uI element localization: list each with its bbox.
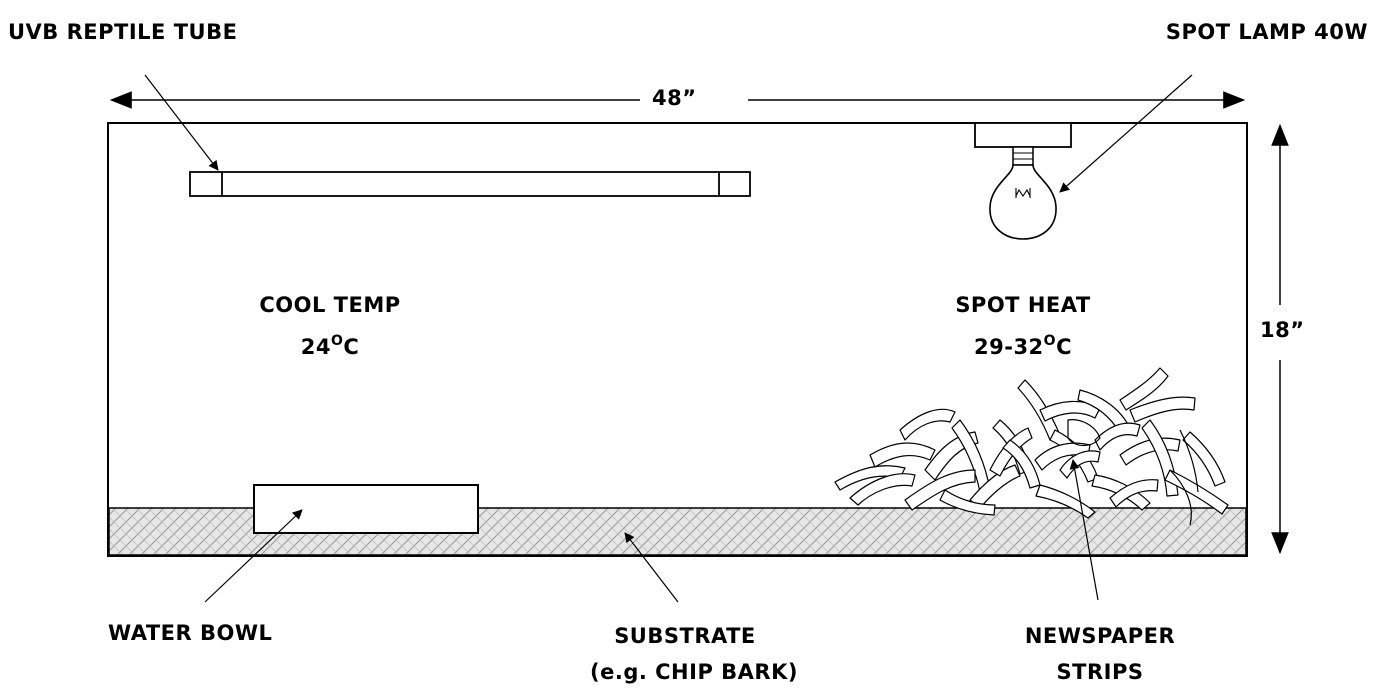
- cool-zone-title: COOL TEMP: [259, 293, 401, 317]
- water-bowl-leader: [204, 509, 303, 603]
- spot-lamp-label: SPOT LAMP 40W: [1165, 20, 1368, 44]
- spot-zone-title: SPOT HEAT: [955, 293, 1091, 317]
- newspaper-label-line1: NEWSPAPER: [1024, 624, 1176, 648]
- tank-outline: [107, 122, 1248, 557]
- uvb-tube-label: UVB REPTILE TUBE: [8, 20, 238, 44]
- spot-zone-temp: 29-32OC: [974, 333, 1072, 359]
- cool-zone-label: COOL TEMP 24OC: [230, 287, 430, 365]
- water-bowl: [253, 484, 479, 534]
- newspaper-label-line2: STRIPS: [1056, 660, 1144, 684]
- substrate-label: SUBSTRATE (e.g. CHIP BARK): [590, 618, 798, 690]
- water-bowl-label: WATER BOWL: [108, 621, 273, 645]
- substrate-label-line1: SUBSTRATE: [614, 624, 756, 648]
- uvb-tube: [189, 171, 751, 197]
- uvb-tube-leader: [144, 74, 219, 171]
- newspaper-label: NEWSPAPER STRIPS: [1020, 618, 1180, 690]
- newspaper-strips: [834, 367, 1229, 526]
- substrate-leader: [624, 532, 679, 603]
- newspaper-leader: [1069, 459, 1099, 601]
- width-dimension-label: 48”: [652, 86, 697, 110]
- substrate-label-line2: (e.g. CHIP BARK): [590, 660, 798, 684]
- spot-lamp: [974, 122, 1072, 240]
- cool-zone-temp: 24OC: [300, 333, 360, 359]
- spot-zone-label: SPOT HEAT 29-32OC: [928, 287, 1118, 365]
- spot-lamp-leader: [1059, 74, 1193, 193]
- height-dimension-label: 18”: [1260, 318, 1305, 342]
